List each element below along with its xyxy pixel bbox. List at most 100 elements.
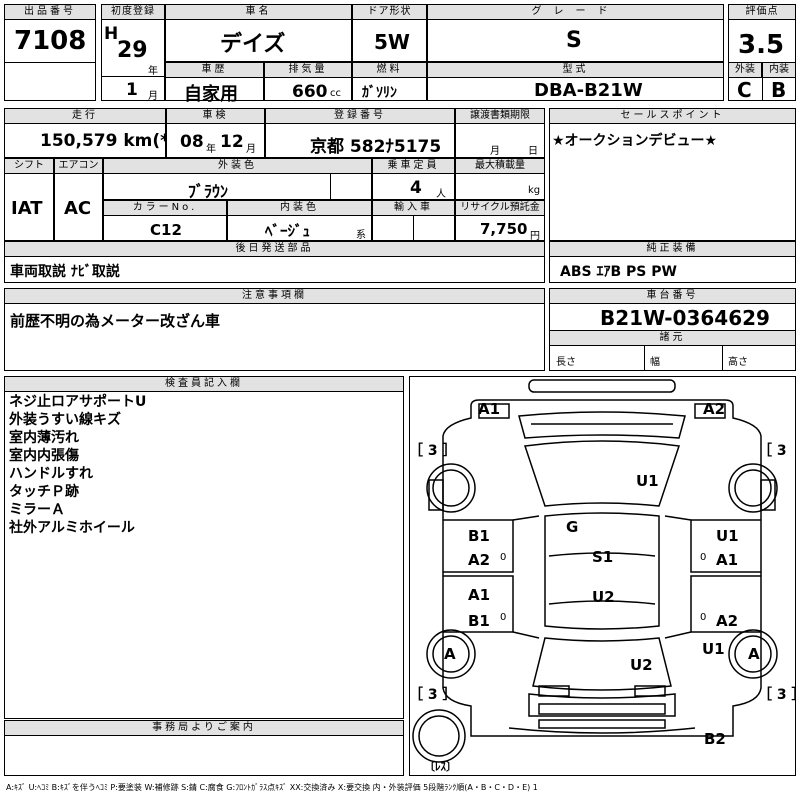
transfer-header: 譲渡書類期限 — [455, 108, 545, 124]
inspection-month: 12 — [220, 132, 244, 152]
history-header: 車歴 — [165, 62, 264, 78]
fuel-value: ｶﾞｿﾘﾝ — [362, 85, 397, 101]
damage-center-bottom: U2 — [592, 588, 615, 606]
plate-value: 京都 582ﾅ5175 — [310, 137, 442, 157]
damage-rear-bumper: B2 — [704, 730, 726, 748]
sales-box — [549, 108, 796, 241]
interior-color-header: 内装色 — [227, 200, 372, 216]
displacement-header: 排気量 — [264, 62, 352, 78]
length-label: 長さ — [556, 357, 576, 368]
import-header: 輸入車 — [372, 200, 455, 216]
reg-year-unit: 年 — [148, 66, 158, 77]
car-diagram — [412, 379, 778, 763]
inspection-year-unit: 年 — [206, 144, 216, 155]
inspector-line: ハンドルすれ — [9, 466, 93, 482]
door-handle-mark: 0 — [700, 612, 707, 623]
lot-number: 7108 — [14, 26, 87, 56]
damage-right-front-1: U1 — [716, 527, 739, 545]
tire-rear-right: ［ 3 ］ — [758, 687, 800, 703]
sales-header: セールスポイント — [549, 108, 796, 124]
car-name: デイズ — [220, 32, 286, 57]
damage-left-rear-2: B1 — [468, 612, 490, 630]
era-letter: H — [104, 24, 119, 44]
door-handle-mark: 0 — [500, 612, 507, 623]
door-handle-mark: 0 — [500, 552, 507, 563]
door-handle-mark: 0 — [700, 552, 707, 563]
chassis-header: 車台番号 — [549, 288, 796, 304]
damage-rear-roof: U2 — [630, 656, 653, 674]
fuel-header: 燃料 — [352, 62, 427, 78]
notes-value: 前歴不明の為メーター改ざん車 — [10, 312, 221, 330]
damage-right-rear: A2 — [716, 612, 739, 630]
displacement-unit: cc — [330, 88, 341, 99]
sales-point: ★オークションデビュー★ — [552, 133, 718, 149]
mileage-header: 走行 — [4, 108, 166, 124]
lot-box — [4, 4, 96, 101]
first-reg-box — [101, 4, 165, 101]
color-no-value: C12 — [150, 221, 182, 239]
inspector-box — [4, 376, 404, 719]
damage-left-rear-1: A1 — [468, 586, 491, 604]
model-value: DBA-B21W — [534, 80, 643, 101]
score-header: 評価点 — [728, 4, 796, 20]
car-name-header: 車名 — [165, 4, 352, 20]
damage-right-rear-fender: U1 — [702, 640, 725, 658]
height-label: 高さ — [728, 357, 748, 368]
model-header: 型式 — [427, 62, 724, 78]
capacity-header: 乗車定員 — [372, 158, 455, 174]
damage-left-front-1: B1 — [468, 527, 490, 545]
capacity-unit: 人 — [436, 189, 446, 200]
later-parts-header: 後日発送部品 — [4, 241, 545, 257]
load-unit: kg — [528, 185, 541, 196]
capacity-value: 4 — [410, 178, 422, 198]
damage-right-front-2: A1 — [716, 551, 739, 569]
later-parts-value: 車両取説 ﾅﾋﾞ取説 — [10, 264, 120, 280]
reg-month-unit: 月 — [148, 91, 158, 102]
recycle-unit: 円 — [530, 231, 540, 242]
inspector-lines: ネジ止ロアサポートU 外装うすい線キズ 室内薄汚れ 室内内張傷 ハンドルすれ タ… — [9, 393, 146, 537]
tire-rear-left: ［ 3 ］ — [409, 687, 457, 703]
interior-header: 内装 — [762, 62, 796, 78]
damage-roof: U1 — [636, 472, 659, 490]
damage-front-left: A1 — [478, 400, 501, 418]
notes-header: 注意事項欄 — [4, 288, 545, 304]
width-label: 幅 — [650, 357, 660, 368]
door-type: 5W — [374, 30, 410, 54]
damage-front-right: A2 — [703, 400, 726, 418]
ac-header: エアコン — [54, 158, 103, 174]
inspector-line: ネジ止ロアサポートU — [9, 394, 147, 410]
transfer-day-unit: 日 — [528, 146, 538, 157]
equipment-header: 純正装備 — [549, 241, 796, 257]
interior-color-unit: 系 — [356, 230, 366, 241]
inspection-month-unit: 月 — [246, 144, 256, 155]
door-header: ドア形状 — [352, 4, 427, 20]
shift-header: シフト — [4, 158, 54, 174]
lot-header: 出品番号 — [4, 4, 96, 20]
equipment-value: ABS ｴｱB PS PW — [560, 264, 677, 280]
inspector-header: 検査員記入欄 — [4, 376, 404, 392]
damage-left-front-2: A2 — [468, 551, 491, 569]
grade-header: グレード — [427, 4, 724, 20]
inspection-year: 08 — [180, 132, 204, 152]
chassis-value: B21W-0364629 — [600, 306, 770, 330]
exterior-grade: C — [737, 78, 752, 102]
color-header: 外装色 — [103, 158, 372, 174]
damage-windshield: G — [566, 518, 579, 536]
inspector-line: 室内薄汚れ — [9, 430, 79, 446]
inspector-line: タッチＰ跡 — [9, 484, 79, 500]
interior-grade: B — [771, 78, 787, 102]
grade-value: S — [566, 28, 582, 53]
reg-month: 1 — [126, 80, 138, 100]
inspection-header: 車検 — [166, 108, 265, 124]
inspector-line: 社外アルミホイール — [9, 520, 135, 536]
score-value: 3.5 — [738, 30, 785, 60]
color-value: ﾌﾞﾗｳﾝ — [188, 182, 229, 201]
office-header: 事務局よりご案内 — [4, 720, 404, 736]
plate-header: 登録番号 — [265, 108, 455, 124]
first-reg-header: 初度登録 — [101, 4, 165, 20]
mileage-value: 150,579 km(*) — [40, 131, 177, 151]
tire-front-right: ［ 3 — [758, 443, 787, 459]
displacement-value: 660 — [292, 82, 328, 102]
recycle-value: 7,750 — [480, 220, 528, 238]
color-no-header: カラーNo. — [103, 200, 227, 216]
